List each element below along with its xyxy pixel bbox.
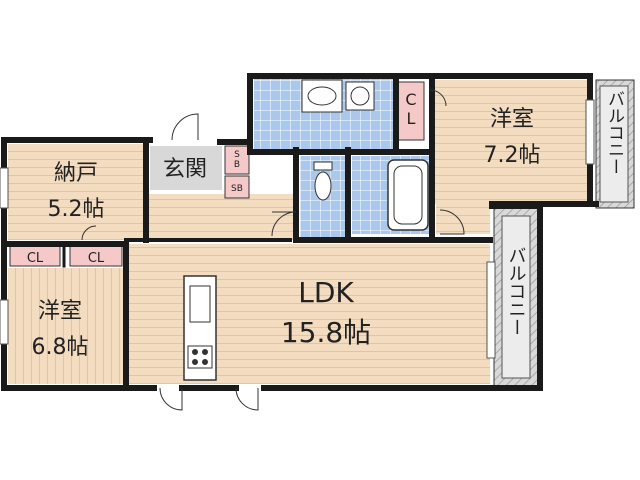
- western-left-name: 洋室: [38, 299, 82, 324]
- closet-left-b-label: CL: [88, 251, 105, 266]
- toilet-bowl: [314, 171, 332, 201]
- closet-top-label: CL: [402, 90, 421, 128]
- ldk-size: 15.8帖: [281, 316, 371, 349]
- western-right-name: 洋室: [490, 107, 534, 132]
- toilet-tank: [313, 161, 333, 171]
- shoe-box-1: [224, 145, 250, 175]
- shoe-box-2-label: SB: [231, 184, 243, 194]
- hall-floor: [148, 194, 298, 240]
- genkan-floor: [150, 146, 222, 190]
- walls: [1, 73, 599, 391]
- western-left-size: 6.8帖: [32, 335, 89, 360]
- nando-floor: [8, 144, 148, 240]
- balcony-top-inner: [599, 85, 629, 203]
- closet-left-a-label: CL: [27, 251, 44, 266]
- shoe-box-1-label: SB: [232, 150, 242, 170]
- shoe-box-2: [224, 175, 250, 199]
- balcony-right-label: バルコニー: [506, 246, 527, 336]
- kitchen-sink: [189, 285, 211, 323]
- nando-name: 納戸: [54, 161, 98, 186]
- balcony-right-inner: [501, 215, 531, 379]
- nando-size: 5.2帖: [48, 197, 105, 222]
- doors: [81, 89, 465, 411]
- genkan-name: 玄関: [163, 157, 207, 182]
- closet-top: [397, 81, 425, 141]
- western-right-floor: [430, 80, 590, 204]
- ldk-name: LDK: [298, 276, 354, 309]
- ldk-floor: [128, 244, 490, 384]
- windows: [0, 99, 595, 359]
- western-left-floor: [8, 268, 124, 384]
- western-right-size: 7.2帖: [484, 143, 541, 168]
- kitchen-stove: [187, 345, 213, 369]
- balcony-top-right-label: バルコニー: [604, 90, 624, 175]
